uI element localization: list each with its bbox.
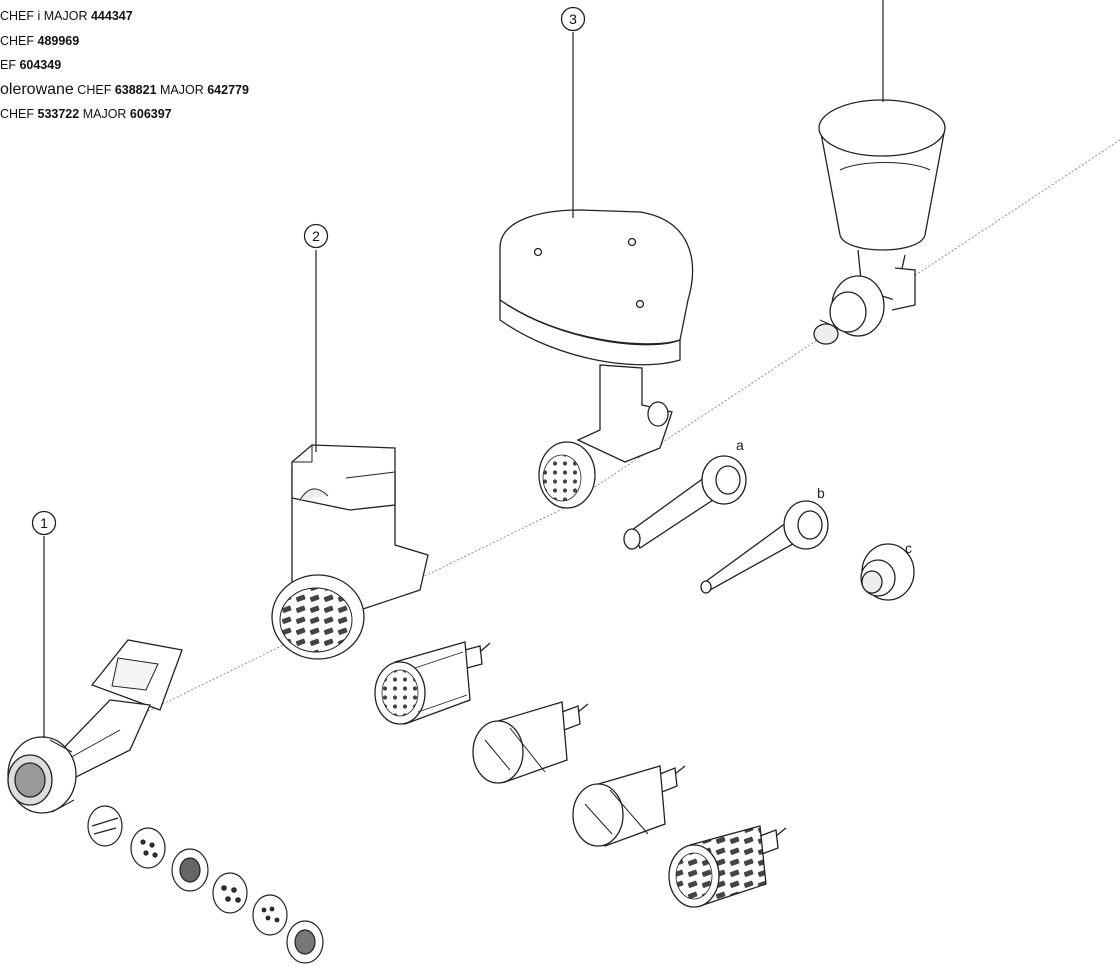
legend-text: MAJOR: [79, 107, 130, 121]
callout-1: 1: [31, 510, 57, 536]
pasta-die: [212, 872, 248, 914]
legend-line: EF 604349: [0, 53, 249, 78]
slicer-drum-fine-grater: [374, 641, 491, 725]
callout-number: 1: [40, 515, 48, 531]
legend-text: olerowane: [0, 80, 74, 98]
pasta-maker-attachment: [7, 639, 183, 814]
callout-number: 2: [312, 228, 320, 244]
slicer-drum-thick-slicer: [472, 701, 589, 784]
legend-part-number: 444347: [90, 9, 133, 23]
legend-text: CHEF: [73, 82, 115, 97]
slicer-shredder-attachment: [271, 444, 429, 660]
legend-text: MAJOR: [156, 82, 208, 97]
nozzle-b: [700, 500, 829, 594]
legend-line: CHEF i MAJOR 444347: [0, 4, 249, 29]
legend-part-number: 642779: [207, 82, 249, 97]
legend-part-number: 489969: [37, 33, 80, 48]
mincer-body: [576, 364, 673, 463]
legend-line: olerowane CHEF 638821 MAJOR 642779: [0, 78, 249, 103]
callout-2: 2: [303, 223, 329, 249]
sausage-filler-nozzles: [623, 455, 915, 601]
legend-line: CHEF 489969: [0, 29, 249, 54]
mincer-tray: [499, 209, 694, 345]
callout-number: 3: [569, 11, 577, 27]
legend-text: CHEF: [0, 107, 38, 121]
legend-part-number: 604349: [19, 58, 62, 72]
slicer-drum-coarse-grater: [668, 825, 787, 908]
legend-text: CHEF: [0, 33, 38, 48]
pasta-die: [252, 894, 288, 936]
legend-part-number: 606397: [129, 107, 172, 121]
nozzle-a: [623, 455, 747, 550]
slicer-feed-tube-lid: [291, 444, 396, 511]
label-b: b: [817, 485, 825, 501]
hopper-attachment: [813, 99, 946, 345]
pasta-dies: [87, 805, 324, 964]
legend-text: CHEF i MAJOR: [0, 9, 91, 23]
legend-line: CHEF 533722 MAJOR 606397: [0, 102, 249, 127]
legend-part-number: 533722: [37, 107, 80, 121]
pasta-die: [171, 848, 209, 892]
legend-part-number: 638821: [114, 82, 157, 97]
slicer-drum-thin-slicer: [572, 765, 686, 847]
legend-text: EF: [0, 58, 20, 72]
pasta-die: [87, 805, 123, 847]
pasta-die: [286, 920, 324, 964]
part-number-legend: CHEF i MAJOR 444347 CHEF 489969 EF 60434…: [0, 4, 249, 127]
mincer-attachment: [499, 209, 694, 509]
nozzle-c: [860, 543, 915, 601]
label-c: c: [905, 540, 912, 556]
slicer-drums: [374, 641, 787, 908]
callout-leaders: [43, 0, 884, 738]
label-a: a: [736, 437, 744, 453]
callout-3: 3: [560, 6, 586, 32]
pasta-die: [130, 827, 166, 869]
